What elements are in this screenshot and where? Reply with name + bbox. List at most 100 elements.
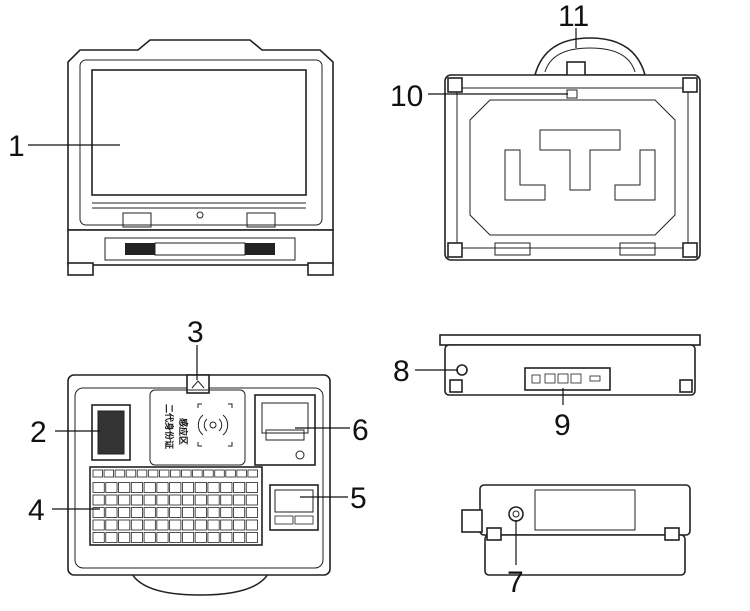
keyboard-key (130, 532, 143, 543)
front-open-view (67, 39, 334, 276)
keyboard-key (245, 532, 258, 543)
keyboard-key (207, 507, 220, 518)
keyboard-key (233, 482, 246, 493)
keyboard-key (105, 507, 118, 518)
keyboard-key (194, 532, 207, 543)
keyboard-key (92, 519, 105, 531)
keyboard-key (181, 507, 195, 518)
keyboard-key (143, 507, 156, 518)
keyboard-key (245, 482, 258, 493)
keyboard-key (105, 519, 118, 531)
keyboard-key (114, 469, 126, 478)
id-reader-text-1: 二代身份证 (163, 404, 175, 449)
keyboard-key (92, 469, 103, 478)
screen (91, 69, 307, 196)
keyboard-key (156, 494, 169, 506)
keyboard-key (233, 519, 246, 531)
callout-11: 11 (558, 0, 589, 33)
keyboard-key (233, 494, 246, 506)
callout-9: 9 (554, 409, 571, 442)
keyboard-key (170, 469, 181, 478)
keyboard-key (143, 532, 156, 543)
keyboard-key (220, 519, 233, 531)
keyboard-key (194, 519, 207, 531)
keyboard-key (233, 507, 246, 518)
keyboard-key (207, 519, 220, 531)
keyboard-key (105, 482, 118, 493)
callout-10: 10 (390, 80, 423, 113)
keyboard-key (169, 482, 182, 493)
keyboard-key (143, 519, 156, 531)
keyboard-key (247, 469, 258, 478)
keyboard-key (156, 532, 169, 543)
keyboard-key (103, 469, 115, 478)
keyboard-key (245, 507, 258, 518)
keyboard-key (118, 507, 131, 518)
keyboard-key (130, 482, 143, 493)
keyboard-key (181, 469, 192, 478)
keyboard-key (92, 482, 105, 493)
keyboard-key (181, 519, 195, 531)
keyboard-key (130, 494, 143, 506)
lid-back-view (444, 37, 701, 261)
keyboard-key (118, 519, 131, 531)
keyboard-key (156, 507, 169, 518)
callout-5: 5 (350, 482, 367, 515)
keyboard-key (207, 532, 220, 543)
keyboard-key (236, 469, 247, 478)
keyboard (89, 466, 263, 546)
keyboard-key (194, 482, 207, 493)
keyboard-key (245, 519, 258, 531)
keyboard-key (181, 532, 195, 543)
keyboard-key (118, 532, 131, 543)
keyboard-key (143, 494, 156, 506)
keyboard-key (169, 519, 182, 531)
keyboard-key (245, 494, 258, 506)
keyboard-top-view: 二代身份证 感应区 (67, 374, 331, 596)
keyboard-key (192, 469, 203, 478)
keyboard-key (169, 507, 182, 518)
keyboard-key (181, 494, 195, 506)
keyboard-key (156, 519, 169, 531)
keyboard-key (233, 532, 246, 543)
keyboard-key (220, 494, 233, 506)
keyboard-key (194, 494, 207, 506)
keyboard-key (169, 532, 182, 543)
callout-2: 2 (30, 416, 47, 449)
keyboard-key (214, 469, 225, 478)
keyboard-key (169, 494, 182, 506)
keyboard-key (118, 494, 131, 506)
keyboard-key (207, 482, 220, 493)
id-reader-text-2: 感应区 (177, 418, 189, 445)
keyboard-key (143, 482, 156, 493)
keyboard-key (194, 507, 207, 518)
keyboard-key (181, 482, 195, 493)
keyboard-key (136, 469, 148, 478)
callout-1: 1 (8, 130, 25, 163)
callout-7: 7 (507, 566, 524, 599)
callout-6: 6 (352, 414, 369, 447)
keyboard-key (158, 469, 170, 478)
id-card-reader (149, 389, 246, 466)
keyboard-key (92, 532, 105, 543)
rear-edge-view (439, 334, 701, 396)
keyboard-key (207, 494, 220, 506)
callout-4: 4 (28, 494, 45, 527)
keyboard-key (220, 532, 233, 543)
nfc-icon (197, 403, 233, 447)
keyboard-key (225, 469, 236, 478)
callout-3: 3 (187, 316, 204, 349)
keyboard-key (220, 482, 233, 493)
keyboard-key (220, 507, 233, 518)
side-view (461, 484, 691, 576)
keyboard-key (156, 482, 169, 493)
keyboard-key (105, 532, 118, 543)
keyboard-key (203, 469, 214, 478)
keyboard-key (130, 507, 143, 518)
keyboard-key (92, 507, 105, 518)
callout-8: 8 (393, 355, 410, 388)
keyboard-key (105, 494, 118, 506)
keyboard-key (92, 494, 105, 506)
keyboard-key (125, 469, 137, 478)
